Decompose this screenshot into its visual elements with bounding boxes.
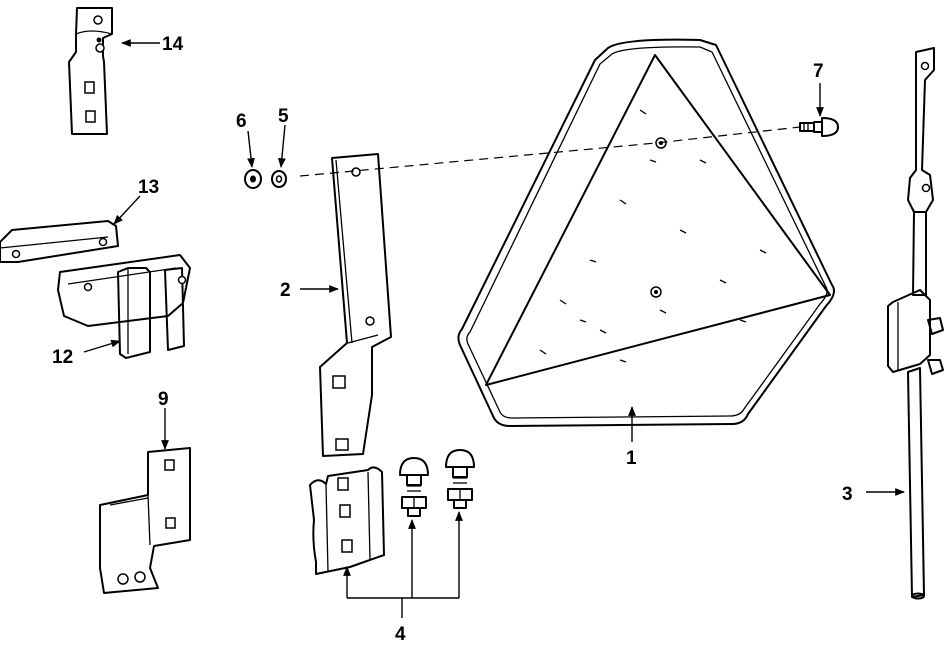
leader-13 (113, 195, 141, 225)
smv-emblem-part-1 (457, 38, 835, 427)
callout-7: 7 (813, 61, 824, 82)
bracket-part-12 (57, 254, 191, 359)
callout-12: 12 (52, 347, 73, 368)
callout-2: 2 (280, 280, 291, 301)
nut-part-6 (244, 169, 262, 189)
bracket-part-9 (99, 447, 191, 594)
carriage-bolt-left (399, 457, 429, 517)
bolt-part-7 (799, 117, 839, 137)
clamp-part-4 (309, 466, 385, 575)
bracket-part-14 (68, 7, 113, 135)
rod-part-3 (887, 47, 944, 600)
callout-1: 1 (626, 448, 637, 469)
callout-3: 3 (842, 484, 853, 505)
callout-6: 6 (236, 111, 247, 132)
callout-14: 14 (162, 34, 184, 55)
reflective-speckle (539, 109, 767, 363)
plate-part-13 (0, 220, 119, 263)
callout-4: 4 (395, 624, 406, 645)
leader-6 (247, 130, 255, 168)
callout-5: 5 (278, 106, 289, 127)
washer-part-5 (271, 170, 287, 188)
leader-5 (277, 124, 286, 168)
carriage-bolt-right (445, 449, 475, 509)
alignment-line (299, 126, 801, 177)
leader-4 (343, 511, 463, 618)
bracket-part-2 (319, 153, 392, 457)
callout-13: 13 (138, 177, 159, 198)
leader-12 (83, 339, 121, 353)
callout-9: 9 (158, 389, 169, 410)
